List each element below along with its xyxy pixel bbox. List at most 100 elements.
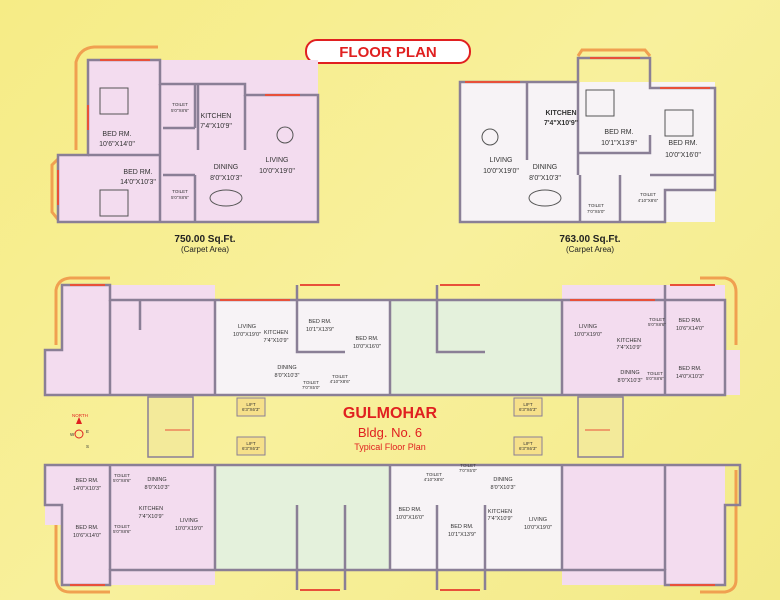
flat-a-area: 750.00 Sq.Ft. [174,234,235,245]
typical-floor-plan [43,276,742,594]
room-name: DINING [147,477,166,483]
room-name: TOILET [460,463,476,468]
room-dims: 5'0"X8'6" [648,322,666,327]
room-name: LIVING [238,324,256,330]
room-name: BED RM. [668,140,697,147]
room-name: BED RM. [451,524,474,530]
room-name: DINING [277,365,296,371]
room-dims: 4'10"X8'6" [424,477,445,482]
room-dims: 7'0"X5'0" [587,209,605,214]
lift-label: LIFT [523,441,533,446]
room-name: DINING [493,477,512,483]
flat-b-area: 763.00 Sq.Ft. [559,234,620,245]
flat-a-plan [50,45,320,224]
lift-label: LIFT [523,402,533,407]
flat-a-area-note: (Carpet Area) [181,245,229,254]
room-dims: 10'0"X19'0" [524,525,552,531]
room-dims: 7'0"X5'0" [302,385,320,390]
building-name: GULMOHAR [343,405,438,422]
room-name: TOILET [114,524,130,529]
room-dims: 7'4"X10'9" [139,514,164,520]
room-dims: 10'1"X13'9" [601,140,637,147]
room-name: KITCHEN [617,338,641,344]
lift-dims: 6'3"X6'3" [519,446,537,451]
room-name: TOILET [640,192,656,197]
room-dims: 10'0"X19'0" [259,168,295,175]
typical-floor-subtitle: Typical Floor Plan [354,442,426,452]
room-dims: 10'6"X14'0" [73,533,101,539]
typical-floor-labels: NORTH W E S GULMOHAR Bldg. No. 6 Typical… [70,317,704,539]
room-dims: 5'0"X8'6" [113,529,131,534]
room-dims: 10'6"X14'0" [99,141,135,148]
room-dims: 7'0"X5'0" [459,468,477,473]
room-dims: 14'0"X10'3" [73,486,101,492]
room-name: KITCHEN [201,113,232,120]
room-dims: 10'0"X19'0" [233,332,261,338]
north-label: NORTH [72,413,88,418]
room-dims: 7'4"X10'9" [488,516,513,522]
lift-label: LIFT [246,441,256,446]
room-name: DINING [533,164,558,171]
room-dims: 5'0"X8'6" [171,195,189,200]
lift-dims: 6'3"X6'3" [242,446,260,451]
compass-east: E [86,429,89,434]
room-dims: 5'0"X8'6" [646,376,664,381]
room-name: TOILET [114,473,130,478]
compass-south: S [86,444,89,449]
room-name: LIVING [579,324,597,330]
room-name: TOILET [647,371,663,376]
room-dims: 4'10"X8'6" [330,379,351,384]
room-dims: 10'0"X19'0" [574,332,602,338]
room-name: TOILET [303,380,319,385]
room-dims: 4'10"X8'6" [638,198,659,203]
north-arrow-icon [76,417,82,424]
room-dims: 10'6"X14'0" [676,326,704,332]
room-name: KITCHEN [488,509,512,515]
room-dims: 8'0"X10'3" [529,175,561,182]
room-dims: 10'1"X13'9" [448,532,476,538]
lift-label: LIFT [246,402,256,407]
room-name: LIVING [490,157,513,164]
room-dims: 8'0"X10'3" [618,378,643,384]
building-number: Bldg. No. 6 [358,425,422,440]
room-name: TOILET [172,102,188,107]
page-title: FLOOR PLAN [339,44,437,61]
room-dims: 10'0"X19'0" [175,526,203,532]
room-dims: 10'0"X16'0" [665,152,701,159]
room-name: BED RM. [123,169,152,176]
room-name: BED RM. [356,336,379,342]
room-dims: 14'0"X10'3" [120,179,156,186]
flat-b-plan [458,48,717,224]
room-dims: 7'4"X10'9" [544,120,578,127]
room-dims: 10'0"X19'0" [483,168,519,175]
room-dims: 14'0"X10'3" [676,374,704,380]
room-dims: 8'0"X10'3" [145,485,170,491]
room-name: LIVING [266,157,289,164]
room-dims: 7'4"X10'9" [617,345,642,351]
room-name: TOILET [588,203,604,208]
room-name: LIVING [180,518,198,524]
room-dims: 5'0"X8'6" [171,108,189,113]
room-name: BED RM. [604,129,633,136]
room-dims: 8'0"X10'3" [275,373,300,379]
compass-icon [74,429,84,439]
room-name: KITCHEN [264,330,288,336]
room-name: BED RM. [309,319,332,325]
room-dims: 8'0"X10'3" [210,175,242,182]
flat-b-area-note: (Carpet Area) [566,245,614,254]
room-dims: 10'1"X13'9" [306,327,334,333]
room-name: LIVING [529,517,547,523]
room-name: DINING [214,164,239,171]
room-name: TOILET [172,189,188,194]
room-name: TOILET [332,374,348,379]
room-name: TOILET [649,317,665,322]
room-dims: 10'0"X16'0" [396,515,424,521]
room-name: DINING [620,370,639,376]
room-name: BED RM. [76,478,99,484]
room-name: KITCHEN [139,506,163,512]
flat-a-labels: BED RM. 10'6"X14'0" TOILET 5'0"X8'6" KIT… [99,102,295,254]
room-dims: 7'4"X10'9" [264,338,289,344]
room-name: BED RM. [679,366,702,372]
room-name: TOILET [426,472,442,477]
